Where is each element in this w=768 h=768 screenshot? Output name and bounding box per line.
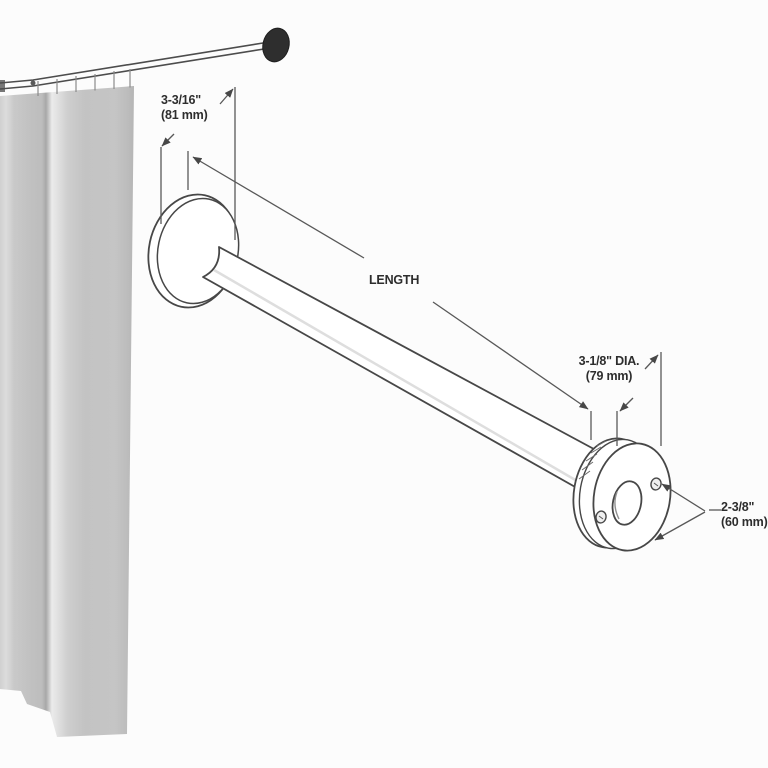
length-dim-line-upper (192, 156, 365, 259)
leader-hole-spacing-upper (661, 483, 706, 512)
arrow-dia-inner (619, 397, 634, 412)
hole-spacing-imperial: 2-3/8" (721, 500, 755, 514)
flange-diameter-label: 3-1/8" DIA. (79 mm) (570, 354, 648, 384)
arrow-dia-outer (644, 354, 659, 370)
end-flange-right (572, 437, 672, 552)
flange-diameter-imperial: 3-1/8" DIA. (578, 354, 640, 368)
wall-offset-metric: (81 mm) (161, 108, 208, 122)
rod-joint (30, 80, 36, 86)
screw-slot-top (653, 482, 659, 487)
curtain-rod-top-edge (0, 42, 264, 84)
dimension-lines (160, 87, 721, 541)
rod-tube (202, 246, 619, 502)
hole-spacing-metric: (60 mm) (721, 515, 768, 529)
center-hole-depth-arc (614, 491, 620, 520)
arrow-wall-offset-right (219, 88, 234, 105)
curtain-rod-bottom-edge (0, 48, 265, 90)
arrow-wall-offset-left (161, 133, 175, 147)
shower-rod-assembly (147, 193, 672, 552)
curtain-fabric (0, 86, 134, 737)
rod-end-cap (262, 27, 290, 63)
flange-rim-knurling (578, 440, 607, 480)
wall-offset-label: 3-3/16" (81 mm) (161, 93, 208, 123)
length-label: LENGTH (369, 273, 419, 288)
wall-mount-plate (0, 80, 5, 92)
length-text: LENGTH (369, 273, 420, 287)
wall-flange-left (147, 193, 240, 309)
curtain-hooks (37, 69, 131, 96)
shower-curtain (0, 86, 134, 737)
curtain-rod (0, 27, 290, 96)
rod-highlight (213, 268, 597, 494)
wall-offset-imperial: 3-3/16" (161, 93, 201, 107)
length-dim-line-lower (432, 301, 589, 410)
flange-diameter-metric: (79 mm) (585, 369, 633, 383)
flange-center-hole (611, 480, 643, 526)
rod-body (202, 246, 619, 502)
hole-spacing-label: 2-3/8" (60 mm) (721, 500, 768, 530)
leader-hole-spacing-lower (654, 511, 706, 541)
screw-slot-bottom (598, 515, 604, 520)
